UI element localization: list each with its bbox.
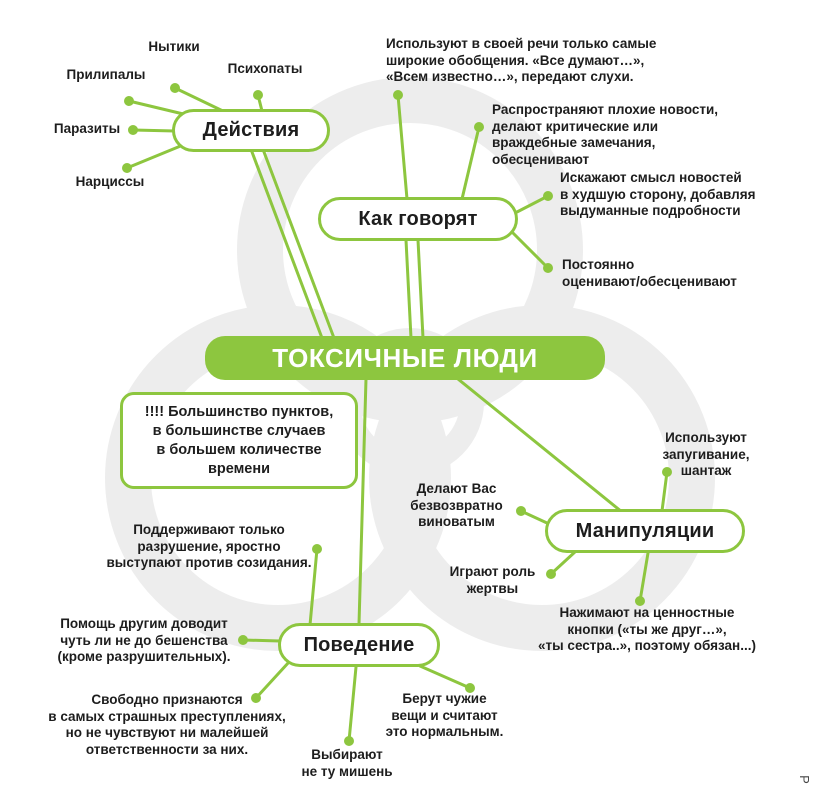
leaf-destruction: Поддерживают только разрушение, яростно … <box>106 522 312 571</box>
note-text: !!!! Большинство пунктов, в большинстве … <box>144 404 334 477</box>
leaf-help-rage: Помощь другим доводит чуть ли не до беше… <box>57 616 231 665</box>
leaf-narcissists: Нарциссы <box>75 174 145 189</box>
leaf-take-things: Берут чужие вещи и считают это нормальны… <box>385 691 504 740</box>
center-node: ТОКСИЧНЫЕ ЛЮДИ <box>205 336 605 380</box>
note-box: !!!! Большинство пунктов, в большинстве … <box>120 392 358 490</box>
leaf-value-buttons: Нажимают на ценностные кнопки («ты же др… <box>538 605 756 654</box>
leaf-generalizations: Используют в своей речи только самые шир… <box>386 36 657 85</box>
leaf-no-responsibility: Свободно признаются в самых страшных пре… <box>48 692 286 758</box>
branch-node-behavior: Поведение <box>278 623 440 667</box>
leaf-psychopaths: Психопаты <box>227 61 303 76</box>
leaf-clingers: Прилипалы <box>66 67 146 82</box>
leaf-intimidation: Используют запугивание, шантаж <box>662 430 750 479</box>
leaf-distort: Искажают смысл новостей в худшую сторону… <box>560 170 756 219</box>
branch-node-actions: Действия <box>172 109 330 152</box>
biohazard-watermark-icon <box>105 77 715 651</box>
leaf-victim: Играют роль жертвы <box>449 564 536 596</box>
leaf-bad-news: Распространяют плохие новости, делают кр… <box>492 102 719 168</box>
leaf-wrong-target: Выбирают не ту мишень <box>301 747 393 779</box>
trunk-connectors <box>250 150 624 626</box>
leaf-guilt: Делают Вас безвозвратно виноватым <box>410 481 503 530</box>
leaf-devalue: Постоянно оценивают/обесценивают <box>562 257 737 289</box>
branch-node-manipulations: Манипуляции <box>545 509 745 553</box>
branch-node-speech: Как говорят <box>318 197 518 241</box>
leaf-parasites: Паразиты <box>53 121 121 136</box>
corner-mark: Р <box>796 775 812 784</box>
leaf-whiners: Нытики <box>148 39 200 54</box>
leaf-dots <box>122 83 672 746</box>
